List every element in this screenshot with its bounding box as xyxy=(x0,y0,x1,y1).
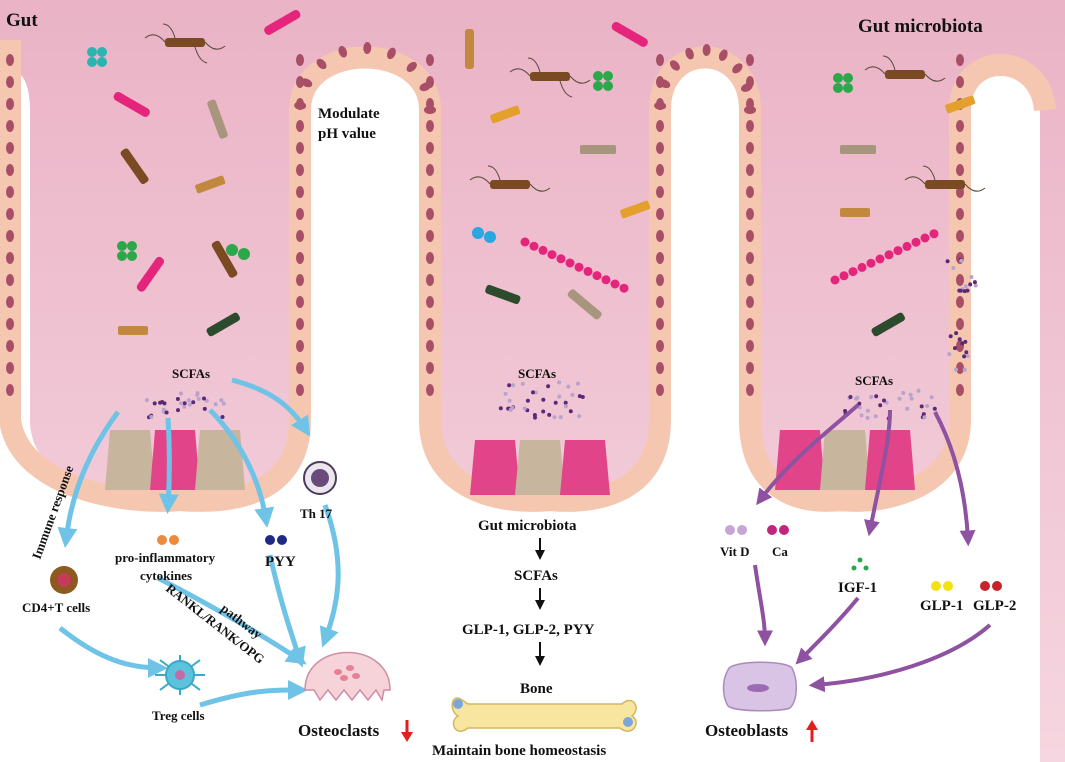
osteoblasts-label: Osteoblasts xyxy=(705,721,789,740)
scfa-particles xyxy=(144,257,978,421)
flow-scfas: SCFAs xyxy=(514,568,558,584)
th17-label: Th 17 xyxy=(300,506,333,521)
cytokines-label: cytokines xyxy=(140,568,192,583)
gut-microbiota-heading: Gut microbiota xyxy=(858,16,983,37)
cd4-t-cell-icon xyxy=(50,566,78,594)
flow-gut-microbiota: Gut microbiota xyxy=(478,518,577,534)
osteoclast-icon xyxy=(304,651,391,703)
scfas-mid-label: SCFAs xyxy=(518,366,556,381)
osteoclasts-label: Osteoclasts xyxy=(298,721,380,740)
pyy-label: PYY xyxy=(265,554,296,570)
up-arrow-icon xyxy=(806,720,818,742)
pyy-icon xyxy=(265,535,287,545)
igf1-icon xyxy=(851,557,869,571)
bone-formation-arrows xyxy=(753,403,992,693)
glp1-label: GLP-1 xyxy=(920,598,963,614)
scfas-left-label: SCFAs xyxy=(172,366,210,381)
osteoblast-icon xyxy=(722,661,797,712)
paneth-cells-mid xyxy=(470,440,610,495)
flagella xyxy=(144,23,986,192)
ph-label: pH value xyxy=(318,126,376,142)
scfas-right-label: SCFAs xyxy=(855,373,893,388)
modulate-label: Modulate xyxy=(318,106,380,122)
igf1-label: IGF-1 xyxy=(838,580,877,596)
streptococcus-chain-icon xyxy=(520,229,939,293)
proinflammatory-label: pro-inflammatory xyxy=(115,550,216,565)
treg-label: Treg cells xyxy=(152,708,205,723)
vitd-icon xyxy=(725,525,747,535)
gut-heading: Gut xyxy=(6,10,38,31)
ca-icon xyxy=(767,525,789,535)
center-flow: Gut microbiota SCFAs GLP-1, GLP-2, PYY B… xyxy=(462,518,595,697)
treg-cell-icon xyxy=(155,655,205,695)
glp2-icon xyxy=(980,581,1002,591)
cytokine-icon xyxy=(157,535,179,545)
flow-bone: Bone xyxy=(520,681,553,697)
cd4-label: CD4+T cells xyxy=(22,600,90,615)
flow-glp-pyy: GLP-1, GLP-2, PYY xyxy=(462,622,595,638)
bone-homeostasis-label: Maintain bone homeostasis xyxy=(432,743,606,759)
immune-arrows xyxy=(57,377,341,708)
paneth-cells-right xyxy=(775,430,915,490)
bacteria-rod-icon xyxy=(113,9,976,337)
vitd-label: Vit D xyxy=(720,544,750,559)
th17-cell-icon xyxy=(303,461,337,495)
glp1-icon xyxy=(931,581,953,591)
coccus-cluster-icon xyxy=(87,47,853,261)
bone-icon xyxy=(451,697,637,732)
down-arrow-icon xyxy=(401,720,413,742)
epithelium-cells xyxy=(6,42,964,396)
paneth-cells-left xyxy=(105,430,245,490)
ca-label: Ca xyxy=(772,544,788,559)
glp2-label: GLP-2 xyxy=(973,598,1016,614)
